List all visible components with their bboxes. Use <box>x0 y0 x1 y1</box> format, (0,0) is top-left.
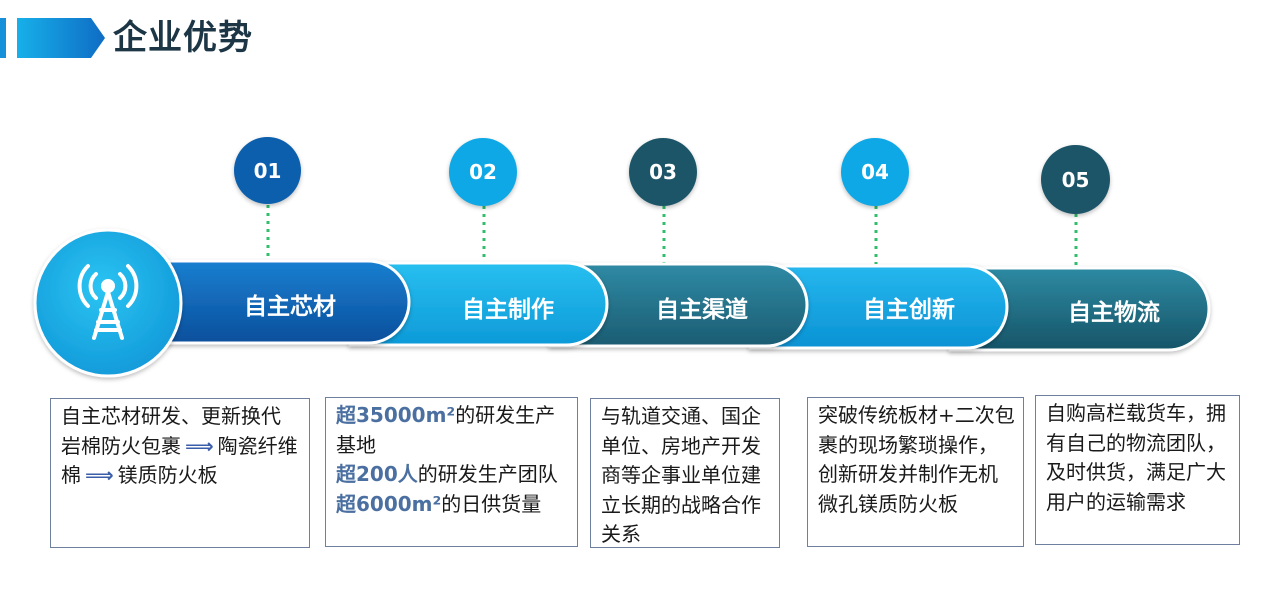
desc-01-text-c: 镁质防火板 <box>117 463 218 487</box>
desc-02-line2: 超200人的研发生产团队 <box>336 460 569 490</box>
desc-04-text: 突破传统板材+二次包裹的现场繁琐操作，创新研发并制作无机微孔镁质防火板 <box>818 403 1015 516</box>
desc-02-text-2: 的研发生产团队 <box>417 462 558 486</box>
desc-02-line1: 超35000m²的研发生产基地 <box>336 401 569 460</box>
step-number-05: 05 <box>1041 145 1110 214</box>
arrow-right-icon: ⟹ <box>85 463 114 487</box>
signal-tower-icon <box>77 264 139 340</box>
step-connectors <box>266 205 1078 270</box>
title-arrow-icon <box>17 18 105 58</box>
desc-box-03: 与轨道交通、国企单位、房地产开发商等企事业单位建立长期的战略合作关系 <box>590 398 780 548</box>
step-label-02: 自主制作 <box>462 297 554 323</box>
desc-03-text: 与轨道交通、国企单位、房地产开发商等企事业单位建立长期的战略合作关系 <box>601 404 761 546</box>
highlight-supply: 超6000m² <box>336 491 442 516</box>
step-bar-05 <box>948 266 1211 352</box>
arrow-right-icon: ⟹ <box>185 433 214 458</box>
highlight-area: 超35000m² <box>336 403 456 427</box>
step-number-03: 03 <box>629 138 697 206</box>
start-circle <box>33 228 183 378</box>
desc-box-01: 自主芯材研发、更新换代 岩棉防火包裹⟹陶瓷纤维棉⟹镁质防火板 <box>50 398 310 548</box>
step-label-04: 自主创新 <box>863 297 955 323</box>
step-number-02: 02 <box>449 138 517 206</box>
desc-02-text-1: 的研发生产基地 <box>336 403 556 457</box>
step-number-04: 04 <box>841 138 909 206</box>
desc-02-line3: 超6000m²的日供货量 <box>336 490 569 520</box>
step-bar-01 <box>108 259 411 345</box>
desc-01-line2: 岩棉防火包裹⟹陶瓷纤维棉⟹镁质防火板 <box>61 432 301 491</box>
step-number-01: 01 <box>234 137 301 204</box>
title-accent-bar <box>0 18 6 58</box>
step-bar-03 <box>548 262 809 348</box>
step-bar-04 <box>748 264 1009 350</box>
desc-box-05: 自购高栏载货车，拥有自己的物流团队，及时供货，满足广大用户的运输需求 <box>1035 395 1240 545</box>
desc-01-line1: 自主芯材研发、更新换代 <box>61 404 281 428</box>
step-label-03: 自主渠道 <box>656 297 748 323</box>
desc-01-text-a: 岩棉防火包裹 <box>61 433 181 458</box>
desc-box-02: 超35000m²的研发生产基地 超200人的研发生产团队 超6000m²的日供货… <box>325 397 578 547</box>
desc-01-text-b: 陶瓷纤维棉 <box>61 433 298 488</box>
highlight-staff: 超200人 <box>336 462 418 486</box>
desc-05-text: 自购高栏载货车，拥有自己的物流团队，及时供货，满足广大用户的运输需求 <box>1046 401 1226 514</box>
step-bar-02 <box>348 261 609 347</box>
step-label-05: 自主物流 <box>1068 300 1160 326</box>
desc-02-text-3: 的日供货量 <box>441 491 542 516</box>
step-label-01: 自主芯材 <box>244 294 336 320</box>
page-title: 企业优势 <box>113 18 253 58</box>
desc-box-04: 突破传统板材+二次包裹的现场繁琐操作，创新研发并制作无机微孔镁质防火板 <box>807 397 1024 547</box>
